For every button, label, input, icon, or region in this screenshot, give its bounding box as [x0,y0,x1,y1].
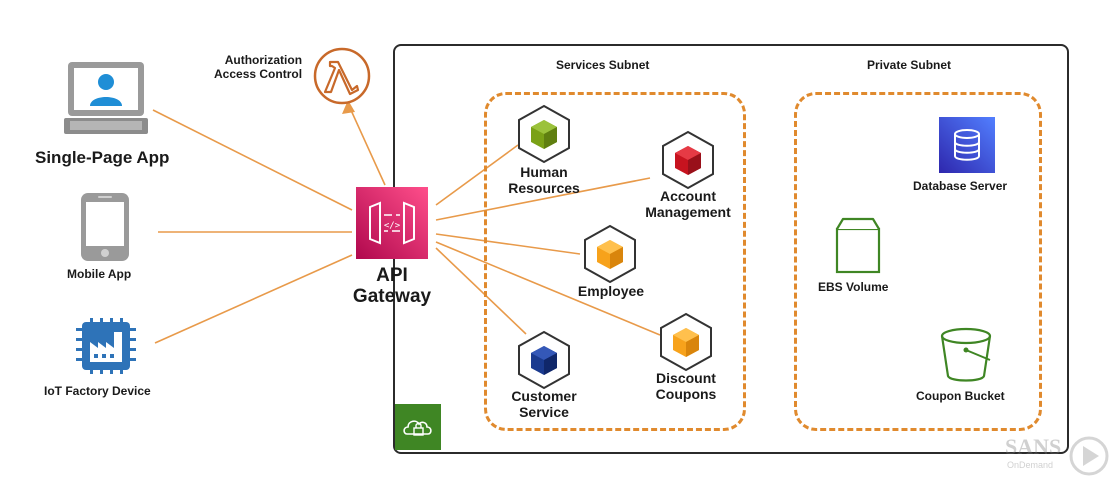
api-gateway-icon[interactable]: </> [356,187,428,259]
human-resources-icon [518,104,570,164]
auth-label: Authorization Access Control [214,53,303,82]
private-subnet [794,92,1042,431]
account-management-icon [662,130,714,190]
sans-watermark-logo: SANS OnDemand [1005,434,1109,476]
ebs-volume-icon [835,217,881,274]
iot-factory-icon [76,318,136,374]
employee-label: Employee [577,283,645,299]
gateway-label: API Gateway [352,265,432,308]
customer-service-icon [518,330,570,390]
mobile-label: Mobile App [67,267,132,281]
lambda-icon [313,47,371,105]
iot-label: IoT Factory Device [44,384,151,398]
link-gateway-auth [349,107,386,186]
ebs-volume-label: EBS Volume [818,280,889,294]
discount-coupons-label: Discount Coupons [655,370,717,403]
account-management-label: Account Management [645,188,731,221]
link-spa-gateway [152,109,353,211]
link-gateway-hr [435,144,519,206]
svg-text:</>: </> [384,221,401,231]
gateway-label-line2: Gateway [352,285,432,307]
auth-label-line2: Access Control [214,66,303,81]
link-gateway-employee [435,233,581,255]
laptop-icon [64,62,148,134]
services-subnet [484,92,746,431]
human-resources-label: Human Resources [508,164,580,197]
auth-label-line1: Authorization [224,53,303,67]
employee-icon [584,224,636,284]
link-iot-gateway [154,254,353,344]
sans-watermark-text: SANS [1005,434,1061,459]
discount-coupons-icon [660,312,712,372]
arrow-head-auth [342,100,355,114]
bucket-icon [940,327,992,382]
private-subnet-title: Private Subnet [867,58,952,72]
link-gateway-customer [435,247,527,335]
link-gateway-account [435,177,651,221]
mobile-phone-icon [81,193,129,261]
services-subnet-title: Services Subnet [556,58,650,72]
gateway-label-line1: API [376,265,408,286]
coupon-bucket-label: Coupon Bucket [916,389,1005,403]
sans-watermark-subtext: OnDemand [1007,460,1053,470]
vpc-cloud-lock-icon [395,404,441,450]
customer-service-label: Customer Service [511,388,577,421]
spa-label: Single-Page App [35,148,170,167]
database-label: Database Server [913,179,1008,193]
database-icon [939,117,995,173]
link-gateway-coupons [435,241,661,336]
